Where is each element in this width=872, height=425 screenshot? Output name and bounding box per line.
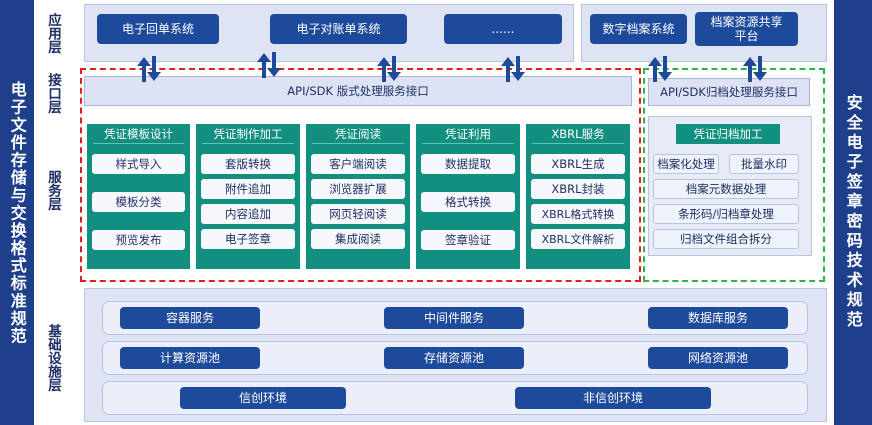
app-more-systems[interactable]: ...... xyxy=(444,14,562,44)
infra-compute-pool[interactable]: 计算资源池 xyxy=(120,347,260,369)
archive-service-title: 凭证归档加工 xyxy=(676,124,780,144)
layer-label-app-text: 应用层 xyxy=(45,12,61,54)
layer-label-service: 服务层 xyxy=(38,140,68,240)
layer-label-app: 应用层 xyxy=(38,4,68,62)
service-item-electronic-signature[interactable]: 电子签章 xyxy=(201,229,295,249)
infra-container-service[interactable]: 容器服务 xyxy=(120,307,260,329)
service-item-layout-conversion[interactable]: 套版转换 xyxy=(201,154,295,174)
infra-storage-pool[interactable]: 存储资源池 xyxy=(384,347,524,369)
infra-xinchuang-environment[interactable]: 信创环境 xyxy=(180,387,346,409)
service-column-reading: 凭证阅读 客户端阅读 浏览器扩展 网页轻阅读 集成阅读 xyxy=(306,124,410,269)
app-digital-archive-system[interactable]: 数字档案系统 xyxy=(590,14,687,44)
double-arrow-icon xyxy=(743,56,767,82)
archive-item-file-combine-split[interactable]: 归档文件组合拆分 xyxy=(653,229,799,249)
archive-item-archiving[interactable]: 档案化处理 xyxy=(653,154,719,174)
archive-service-interface: API/SDK归档处理服务接口 xyxy=(648,78,810,106)
service-column-title: 凭证模板设计 xyxy=(93,124,184,144)
service-item-signature-verification[interactable]: 签章验证 xyxy=(421,230,515,250)
service-item-xbrl-file-parse[interactable]: XBRL文件解析 xyxy=(531,229,625,249)
archive-item-batch-watermark[interactable]: 批量水印 xyxy=(729,154,799,174)
service-column-utilization: 凭证利用 数据提取 格式转换 签章验证 xyxy=(416,124,520,269)
service-column-title: 凭证制作加工 xyxy=(202,124,294,144)
left-standard-title: 电子文件存储与交换格式标准规范 xyxy=(0,0,34,425)
layer-label-interface: 接口层 xyxy=(38,66,68,120)
infra-network-pool[interactable]: 网络资源池 xyxy=(648,347,788,369)
layer-label-service-text: 服务层 xyxy=(45,169,61,211)
service-column-title: XBRL服务 xyxy=(532,124,624,144)
infra-non-xinchuang-environment[interactable]: 非信创环境 xyxy=(515,387,711,409)
format-processing-frame xyxy=(80,68,641,282)
service-item-attachment-append[interactable]: 附件追加 xyxy=(201,179,295,199)
double-arrow-icon xyxy=(377,56,401,82)
service-item-data-extraction[interactable]: 数据提取 xyxy=(421,154,515,174)
service-item-client-reading[interactable]: 客户端阅读 xyxy=(311,154,405,174)
right-standard-title-text: 安全电子签章密码技术规范 xyxy=(843,94,863,331)
service-item-xbrl-generate[interactable]: XBRL生成 xyxy=(531,154,625,174)
double-arrow-icon xyxy=(137,56,161,82)
service-item-xbrl-format-conversion[interactable]: XBRL格式转换 xyxy=(531,204,625,224)
service-item-style-import[interactable]: 样式导入 xyxy=(92,154,185,174)
service-item-xbrl-package[interactable]: XBRL封装 xyxy=(531,179,625,199)
service-item-web-light-reading[interactable]: 网页轻阅读 xyxy=(311,204,405,224)
layer-label-interface-text: 接口层 xyxy=(45,72,61,114)
service-column-template-design: 凭证模板设计 样式导入 模板分类 预览发布 xyxy=(87,124,190,269)
service-item-template-category[interactable]: 模板分类 xyxy=(92,192,185,212)
app-electronic-receipt-system[interactable]: 电子回单系统 xyxy=(97,14,219,44)
service-item-integrated-reading[interactable]: 集成阅读 xyxy=(311,229,405,249)
app-archive-sharing-platform[interactable]: 档案资源共享 平台 xyxy=(695,12,798,46)
app-electronic-statement-system[interactable]: 电子对账单系统 xyxy=(270,14,407,44)
double-arrow-icon xyxy=(648,56,672,82)
service-column-title: 凭证利用 xyxy=(422,124,514,144)
format-service-interface: API/SDK 版式处理服务接口 xyxy=(84,76,632,106)
service-column-xbrl: XBRL服务 XBRL生成 XBRL封装 XBRL格式转换 XBRL文件解析 xyxy=(526,124,630,269)
infra-database-service[interactable]: 数据库服务 xyxy=(648,307,788,329)
service-item-content-append[interactable]: 内容追加 xyxy=(201,204,295,224)
layer-label-infra: 基础设施层 xyxy=(38,298,68,418)
left-standard-title-text: 电子文件存储与交换格式标准规范 xyxy=(7,80,27,345)
archive-item-barcode-stamp[interactable]: 条形码/归档章处理 xyxy=(653,204,799,224)
double-arrow-icon xyxy=(501,56,525,82)
double-arrow-icon xyxy=(257,52,281,78)
archive-processing-frame xyxy=(643,68,825,282)
layer-label-infra-text: 基础设施层 xyxy=(45,324,61,392)
service-column-title: 凭证阅读 xyxy=(312,124,404,144)
right-standard-title: 安全电子签章密码技术规范 xyxy=(834,0,872,425)
infra-middleware-service[interactable]: 中间件服务 xyxy=(384,307,524,329)
service-item-browser-extension[interactable]: 浏览器扩展 xyxy=(311,179,405,199)
service-item-preview-publish[interactable]: 预览发布 xyxy=(92,230,185,250)
archive-item-metadata-processing[interactable]: 档案元数据处理 xyxy=(653,179,799,199)
service-column-production: 凭证制作加工 套版转换 附件追加 内容追加 电子签章 xyxy=(196,124,300,269)
service-item-format-conversion[interactable]: 格式转换 xyxy=(421,192,515,212)
